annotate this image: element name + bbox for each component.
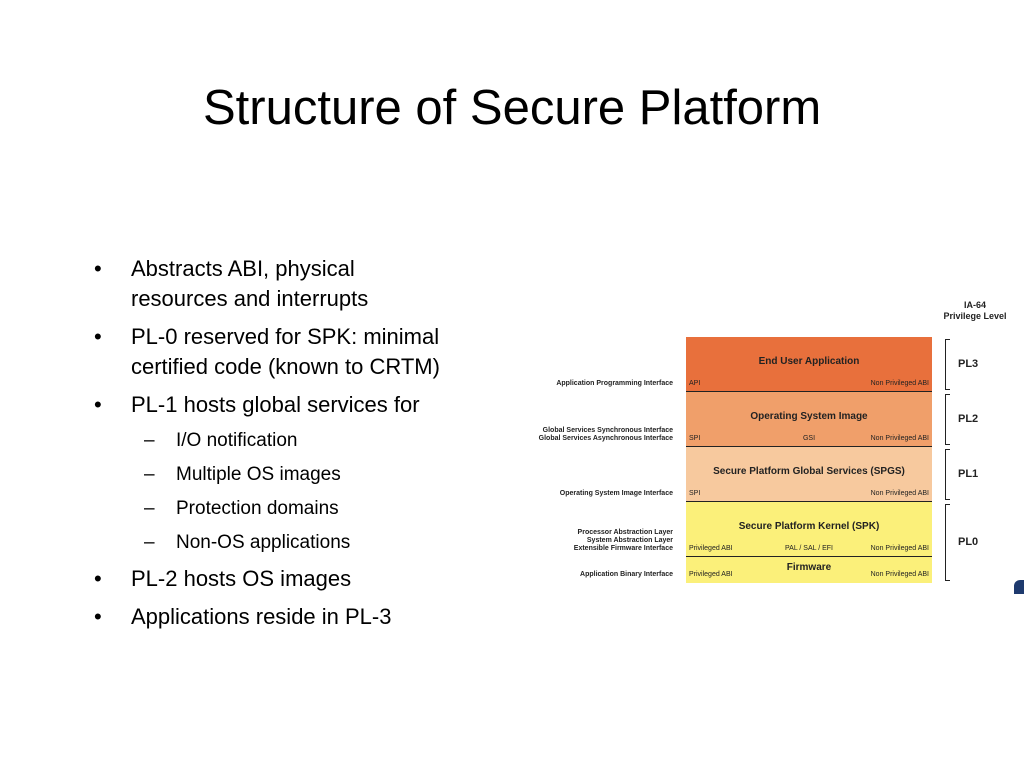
bullet-marker: • (94, 324, 102, 349)
interface-description: Application Binary Interface (520, 571, 673, 579)
header-line-2: Privilege Level (943, 311, 1007, 321)
layer-block: Secure Platform Global Services (SPGS) (686, 447, 932, 502)
layer-name: Secure Platform Kernel (SPK) (738, 521, 880, 532)
bullet-item: • PL-1 hosts global services for (90, 390, 510, 420)
interface-labels: API Non Privileged ABI (686, 380, 932, 390)
interface-description-line: Operating System Image Interface (559, 490, 673, 497)
interface-line (686, 391, 932, 392)
bullet-text: PL-0 reserved for SPK: minimal (131, 324, 440, 349)
bullet-item: • PL-0 reserved for SPK: minimal certified… (90, 322, 510, 382)
interface-labels: SPI GSI Non Privileged ABI (686, 435, 932, 445)
interface-labels: Privileged ABI PAL / SAL / EFI Non Privile… (686, 545, 932, 555)
sub-bullet-item: –Protection domains (90, 496, 510, 522)
privilege-bracket (945, 339, 950, 390)
interface-label: PAL / SAL / EFI (785, 545, 833, 552)
privilege-level-label: PL3 (958, 357, 979, 370)
slide-title: Structure of Secure Platform (203, 81, 822, 135)
interface-label: GSI (802, 435, 816, 442)
interface-description-line: Application Binary Interface (580, 571, 673, 578)
bullet-item: • Abstracts ABI, physical resources and in… (90, 254, 510, 314)
interface-label: Non Privileged ABI (870, 490, 929, 497)
interface-description: Operating System Image Interface (520, 490, 673, 498)
interface-label: Non Privileged ABI (870, 435, 929, 442)
bullet-marker: • (94, 392, 102, 417)
dash-marker: – (144, 532, 155, 553)
ia64-privilege-header: IA-64 Privilege Level (930, 300, 1020, 322)
interface-description-line: Global Services Synchronous Interface (542, 427, 673, 434)
bullet-list: • Abstracts ABI, physical resources and in… (90, 254, 510, 640)
interface-description-line: Application Programming Interface (556, 380, 673, 387)
privilege-level-diagram: IA-64 Privilege Level End User Applicati… (520, 298, 1020, 588)
bullet-text: Applications reside in PL-3 (131, 604, 392, 629)
bullet-text: certified code (known to CRTM) (131, 354, 440, 379)
interface-line (686, 446, 932, 447)
interface-label: Privileged ABI (689, 571, 733, 578)
layer-name: Firmware (786, 562, 832, 573)
interface-label: Non Privileged ABI (870, 571, 929, 578)
interface-label: SPI (689, 435, 701, 442)
dash-marker: – (144, 464, 155, 485)
sub-bullet-text: Multiple OS images (176, 464, 341, 485)
layer-name: End User Application (758, 356, 860, 367)
sub-bullet-text: Non-OS applications (176, 532, 351, 553)
interface-labels: SPI Non Privileged ABI (686, 490, 932, 500)
bullet-text: Abstracts ABI, physical (131, 256, 355, 281)
sub-bullet-text: I/O notification (176, 430, 298, 451)
bullet-item: • PL-2 hosts OS images (90, 564, 510, 594)
privilege-bracket (945, 449, 950, 500)
interface-line (686, 556, 932, 557)
sub-bullet-item: –Multiple OS images (90, 462, 510, 488)
interface-label: API (689, 380, 701, 387)
layer-block: Firmware (686, 557, 932, 583)
bullet-text: PL-2 hosts OS images (131, 566, 352, 591)
bullet-text: PL-1 hosts global services for (131, 392, 420, 417)
bullet-text: resources and interrupts (131, 286, 369, 311)
layer-block: Secure Platform Kernel (SPK) (686, 502, 932, 557)
interface-label: SPI (689, 490, 701, 497)
interface-label: Non Privileged ABI (870, 545, 929, 552)
sub-bullet-text: Protection domains (176, 498, 339, 519)
layer-name: Secure Platform Global Services (SPGS) (713, 466, 905, 477)
bullet-marker: • (94, 566, 102, 591)
sub-bullet-item: –Non-OS applications (90, 530, 510, 556)
interface-labels: Privileged ABI Non Privileged ABI (686, 571, 932, 581)
privilege-level-label: PL0 (958, 535, 979, 548)
bullet-marker: • (94, 256, 102, 281)
interface-description-line: Processor Abstraction Layer (577, 529, 673, 536)
bullet-marker: • (94, 604, 102, 629)
layer-block: End User Application (686, 337, 932, 392)
header-line-1: IA-64 (963, 300, 986, 310)
layer-block: Operating System Image (686, 392, 932, 447)
sub-bullet-item: –I/O notification (90, 428, 510, 454)
privilege-bracket (945, 394, 950, 445)
bullet-item: • Applications reside in PL-3 (90, 602, 510, 632)
interface-description-line: Global Services Asynchronous Interface (538, 435, 673, 442)
dash-marker: – (144, 430, 155, 451)
interface-label: Non Privileged ABI (870, 380, 929, 387)
privilege-bracket (945, 504, 950, 581)
interface-line (686, 501, 932, 502)
interface-label: Privileged ABI (689, 545, 733, 552)
interface-description-line: System Abstraction Layer (586, 537, 673, 544)
interface-description: Application Programming Interface (520, 380, 673, 388)
dash-marker: – (144, 498, 155, 519)
privilege-level-label: PL1 (958, 467, 979, 480)
layer-name: Operating System Image (750, 411, 868, 422)
privilege-level-label: PL2 (958, 412, 979, 425)
interface-description-line: Extensible Firmware Interface (573, 545, 673, 552)
slide-edge-icon (1014, 580, 1024, 594)
